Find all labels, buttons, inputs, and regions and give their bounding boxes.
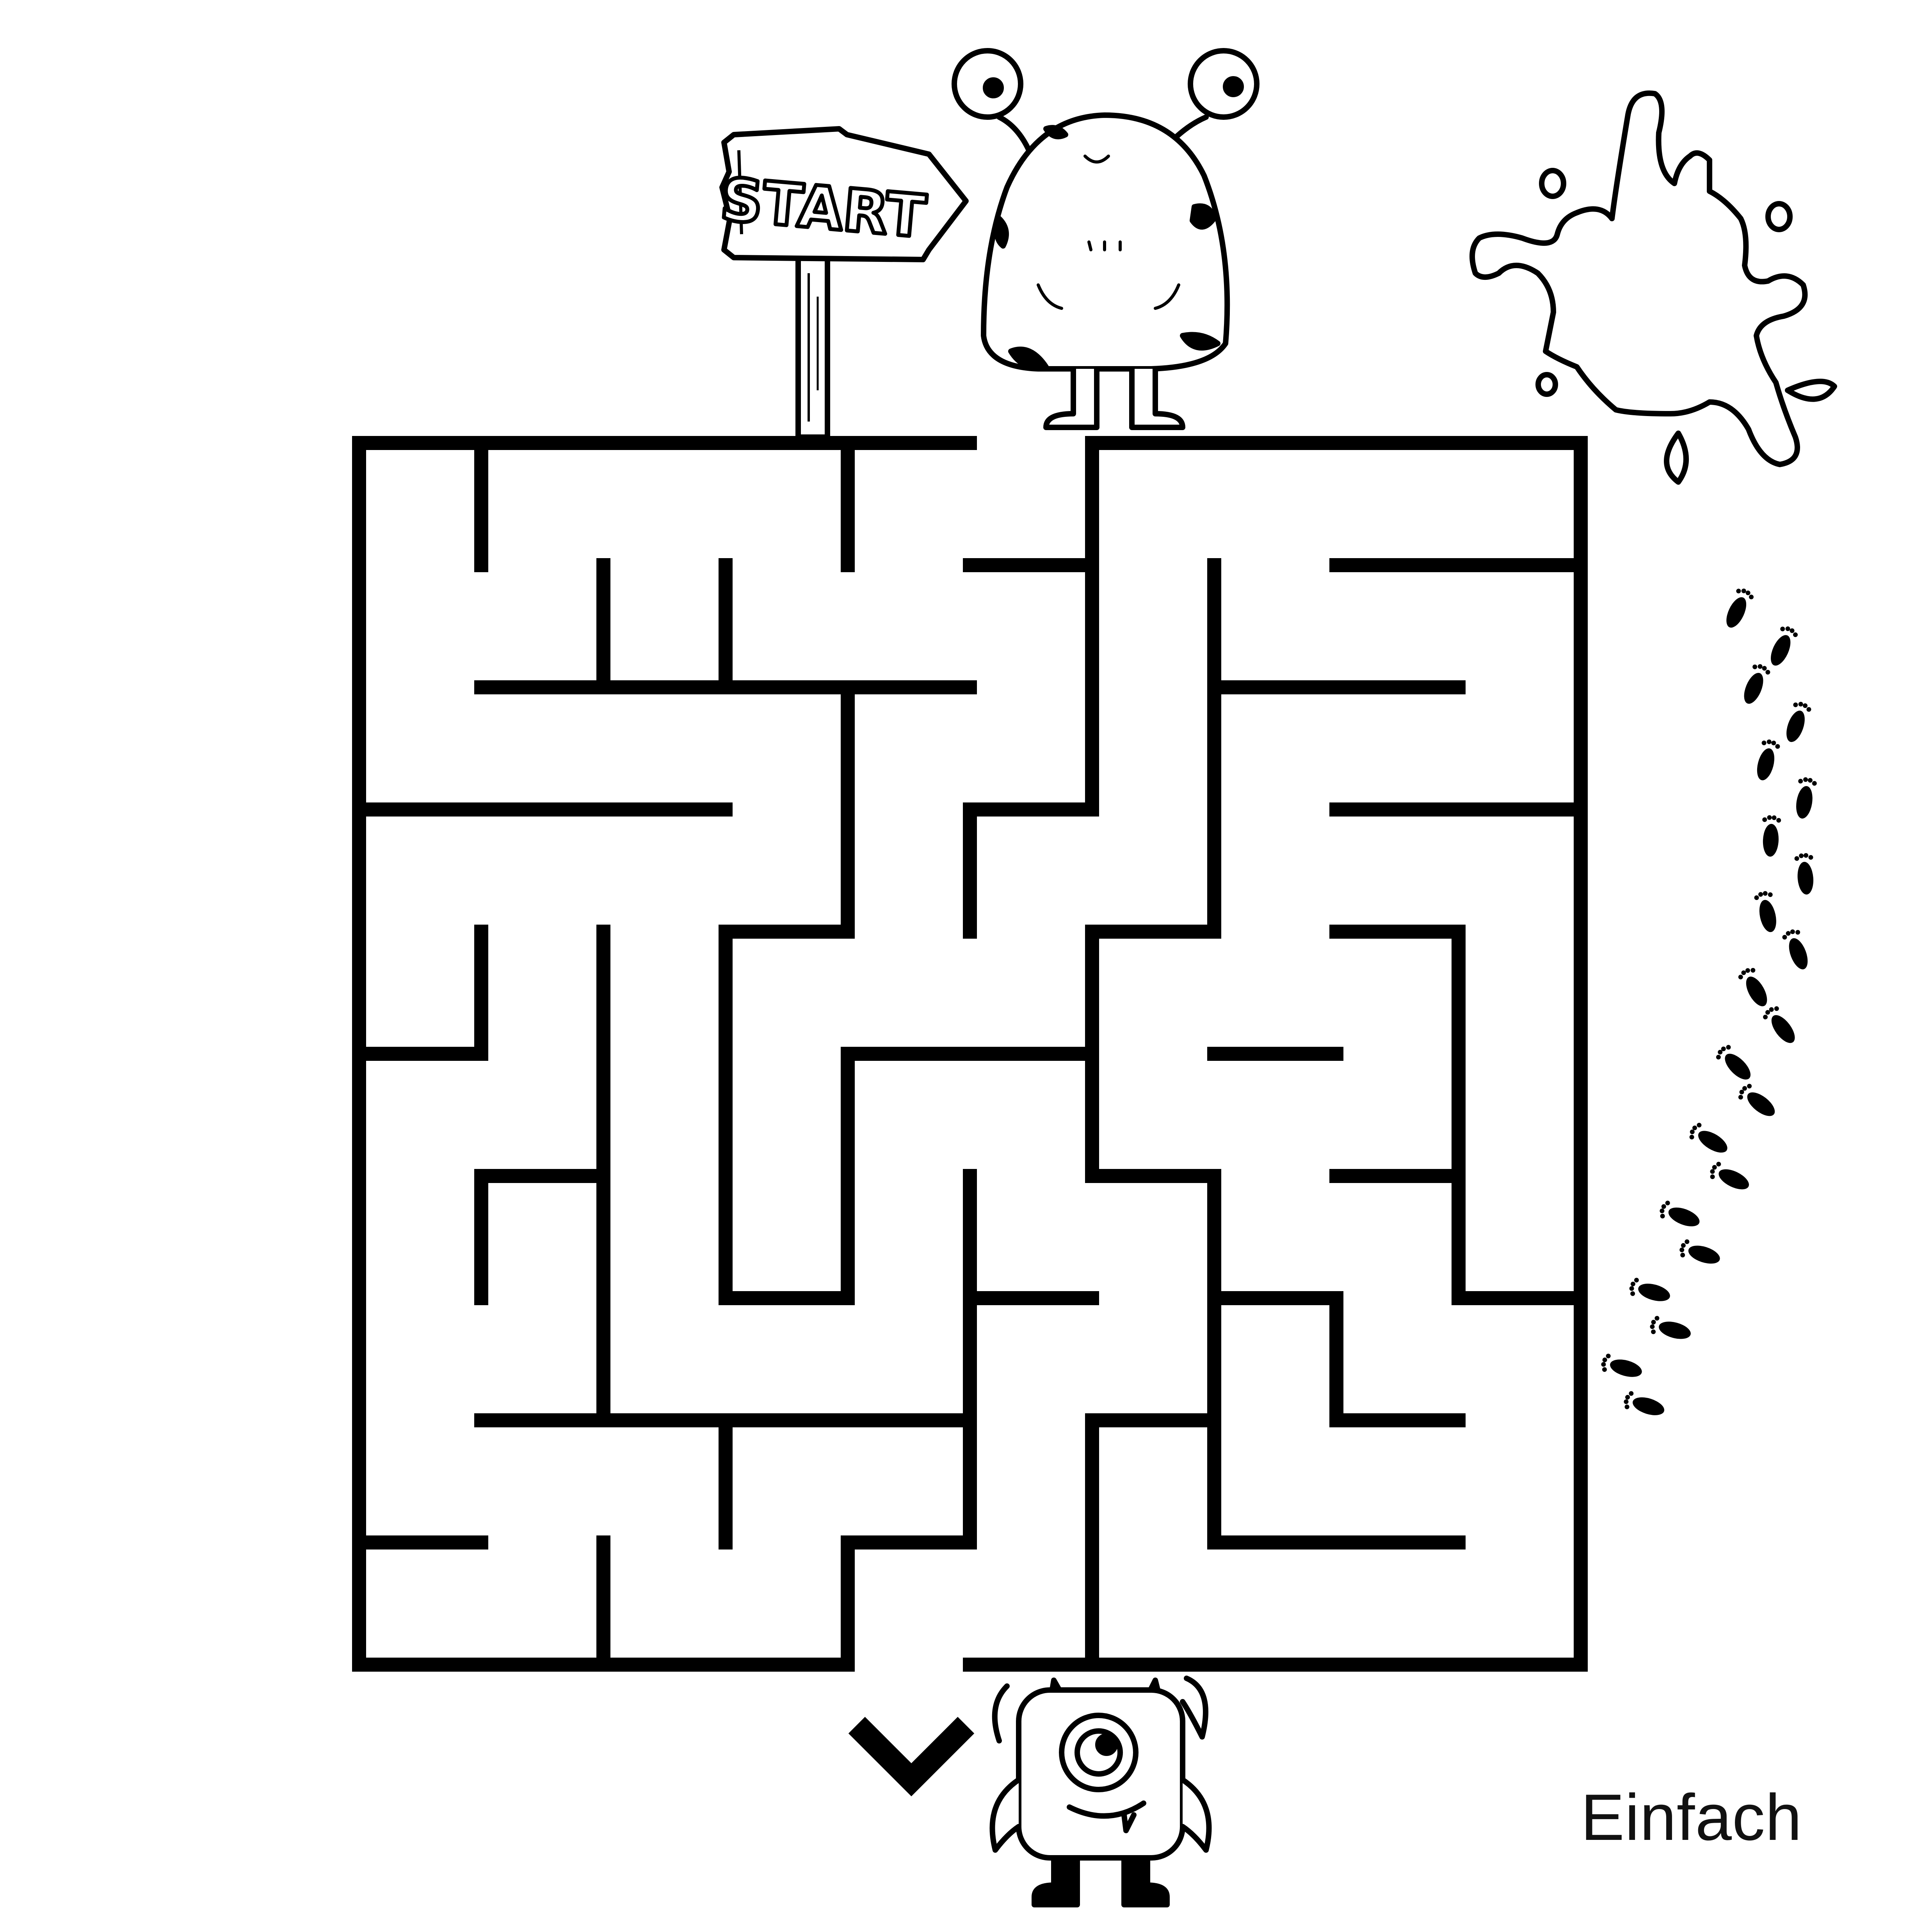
footprint [1744, 664, 1770, 704]
footprint [1757, 739, 1780, 781]
footprint [1716, 1045, 1751, 1080]
footprint [1624, 1391, 1665, 1415]
start-sign-icon: START [716, 126, 969, 440]
difficulty-label: Einfach [1581, 1781, 1802, 1854]
blob-monster-icon [952, 48, 1260, 430]
chevron-down-icon [848, 1717, 975, 1797]
splat-icon [1469, 90, 1837, 485]
footprint [1650, 1316, 1691, 1339]
footprints-icon [1601, 588, 1817, 1415]
footprint [1786, 702, 1811, 742]
footprint [1710, 1162, 1749, 1190]
footprint [1601, 1354, 1642, 1377]
footprint [1738, 968, 1767, 1007]
footprint [1679, 1239, 1720, 1264]
footprint [1794, 853, 1814, 895]
footprint [1738, 1083, 1775, 1116]
footprint [1796, 777, 1817, 819]
footprint [1771, 626, 1798, 666]
maze-walls [352, 436, 1588, 1672]
footprint [1754, 891, 1776, 932]
footprint [1782, 929, 1808, 970]
footprint [1629, 1277, 1670, 1301]
footprint [1763, 1006, 1795, 1043]
footprint [1660, 1201, 1700, 1227]
cyclops-monster-icon [989, 1676, 1212, 1907]
footprint [1689, 1123, 1727, 1153]
footprint [1762, 815, 1781, 857]
footprint [1726, 588, 1754, 628]
